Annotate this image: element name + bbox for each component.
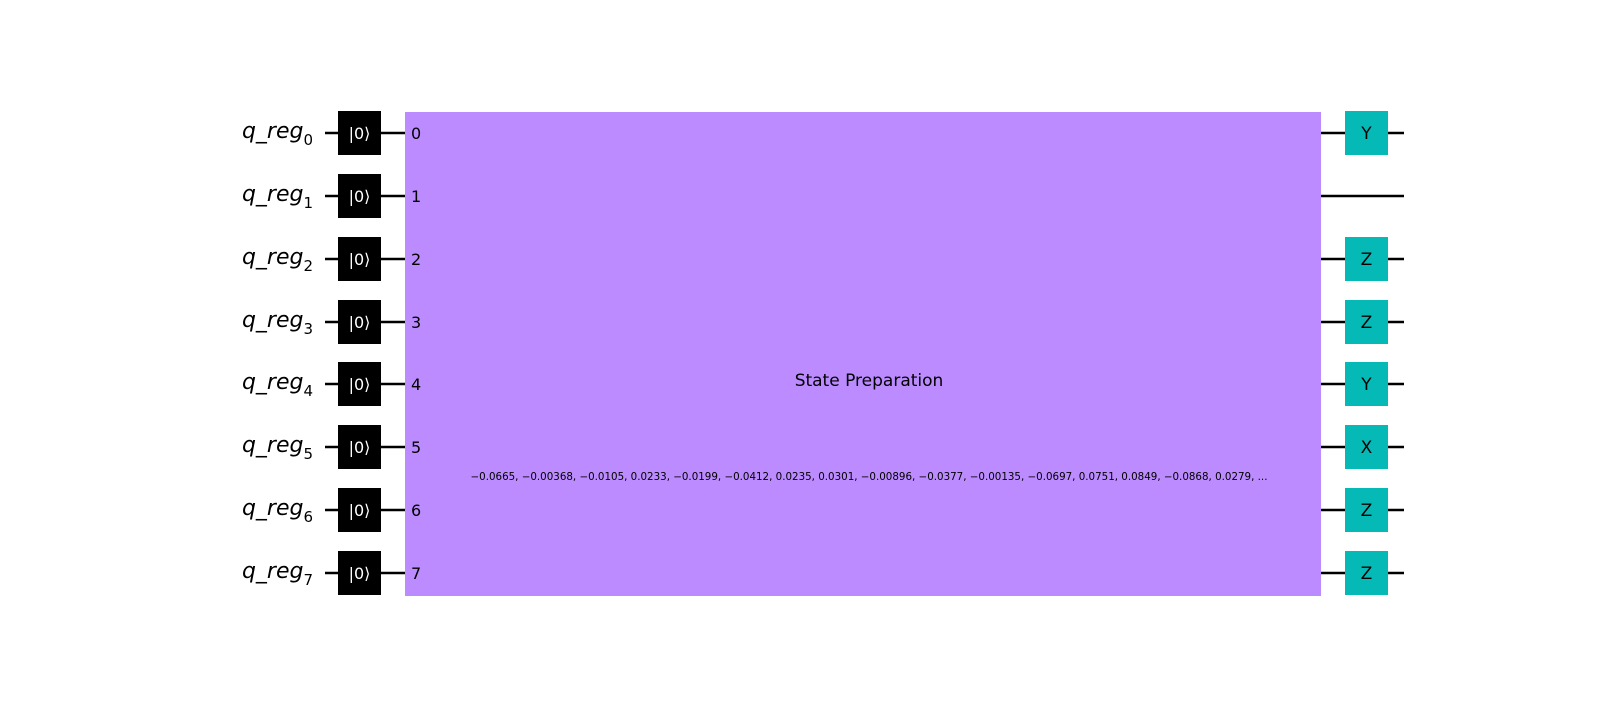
qubit-label: q_reg0 — [242, 119, 313, 149]
state-preparation-port-label: 1 — [411, 187, 421, 206]
reset-gate — [338, 300, 381, 344]
pauli-gate — [1345, 488, 1388, 532]
qubit-index: 2 — [303, 257, 313, 275]
qubit-register-name: q_reg — [242, 559, 304, 584]
qubit-register-name: q_reg — [242, 496, 304, 521]
pauli-gate-label: Z — [1361, 564, 1373, 584]
state-preparation-port-label: 3 — [411, 313, 421, 332]
pauli-gate-label: X — [1361, 438, 1373, 458]
qubit-index: 7 — [303, 571, 313, 589]
reset-gate — [338, 425, 381, 469]
qubit-label: q_reg6 — [242, 496, 313, 526]
pauli-gate — [1345, 237, 1388, 281]
qubit-index: 0 — [303, 131, 313, 149]
reset-gate — [338, 362, 381, 406]
initialization-gates: |0⟩ |0⟩ |0⟩ |0⟩ |0⟩ |0⟩ |0⟩ |0⟩ — [338, 111, 381, 595]
qubit-label: q_reg5 — [242, 433, 313, 463]
qubit-register-name: q_reg — [242, 370, 304, 395]
state-preparation-title: State Preparation — [795, 371, 944, 391]
pauli-gate-label: Z — [1361, 313, 1373, 333]
pauli-gate — [1345, 111, 1388, 155]
pauli-gate — [1345, 551, 1388, 595]
reset-gate-label: |0⟩ — [349, 187, 371, 206]
pauli-gate-label: Y — [1360, 375, 1372, 395]
qubit-register-name: q_reg — [242, 119, 304, 144]
reset-gate — [338, 551, 381, 595]
state-preparation-ports: 0 1 2 3 4 5 6 7 — [411, 124, 421, 583]
qubit-register-name: q_reg — [242, 182, 304, 207]
reset-gate-label: |0⟩ — [349, 124, 371, 143]
qubit-label: q_reg2 — [242, 245, 313, 275]
reset-gate-label: |0⟩ — [349, 250, 371, 269]
qubit-label: q_reg1 — [242, 182, 313, 212]
pauli-gate — [1345, 300, 1388, 344]
state-preparation-port-label: 6 — [411, 501, 421, 520]
qubit-label: q_reg7 — [242, 559, 313, 589]
qubit-index: 6 — [303, 508, 313, 526]
state-preparation-port-label: 7 — [411, 564, 421, 583]
pauli-gate — [1345, 362, 1388, 406]
qubit-index: 5 — [303, 445, 313, 463]
state-preparation-block — [405, 112, 1321, 596]
state-preparation-params: −0.0665, −0.00368, −0.0105, 0.0233, −0.0… — [471, 471, 1268, 483]
state-preparation-port-label: 2 — [411, 250, 421, 269]
qubit-index: 1 — [303, 194, 313, 212]
reset-gate-label: |0⟩ — [349, 438, 371, 457]
pauli-gate-label: Y — [1360, 124, 1372, 144]
reset-gate — [338, 488, 381, 532]
reset-gate — [338, 174, 381, 218]
reset-gate-label: |0⟩ — [349, 313, 371, 332]
qubit-index: 3 — [303, 320, 313, 338]
qubit-register-name: q_reg — [242, 308, 304, 333]
qubit-label: q_reg3 — [242, 308, 313, 338]
reset-gate-label: |0⟩ — [349, 501, 371, 520]
qubit-register-name: q_reg — [242, 433, 304, 458]
qubit-index: 4 — [303, 382, 313, 400]
reset-gate-label: |0⟩ — [349, 375, 371, 394]
reset-gate — [338, 111, 381, 155]
pauli-gate-label: Z — [1361, 250, 1373, 270]
state-preparation-port-label: 0 — [411, 124, 421, 143]
reset-gate — [338, 237, 381, 281]
reset-gate-label: |0⟩ — [349, 564, 371, 583]
pauli-gates: Y Z Z Y X Z Z — [1345, 111, 1388, 595]
state-preparation-port-label: 5 — [411, 438, 421, 457]
pauli-gate — [1345, 425, 1388, 469]
qubit-label: q_reg4 — [242, 370, 313, 400]
qubit-register-name: q_reg — [242, 245, 304, 270]
pauli-gate-label: Z — [1361, 501, 1373, 521]
register-labels: q_reg0q_reg1q_reg2q_reg3q_reg4q_reg5q_re… — [242, 119, 313, 589]
state-preparation-port-label: 4 — [411, 375, 421, 394]
